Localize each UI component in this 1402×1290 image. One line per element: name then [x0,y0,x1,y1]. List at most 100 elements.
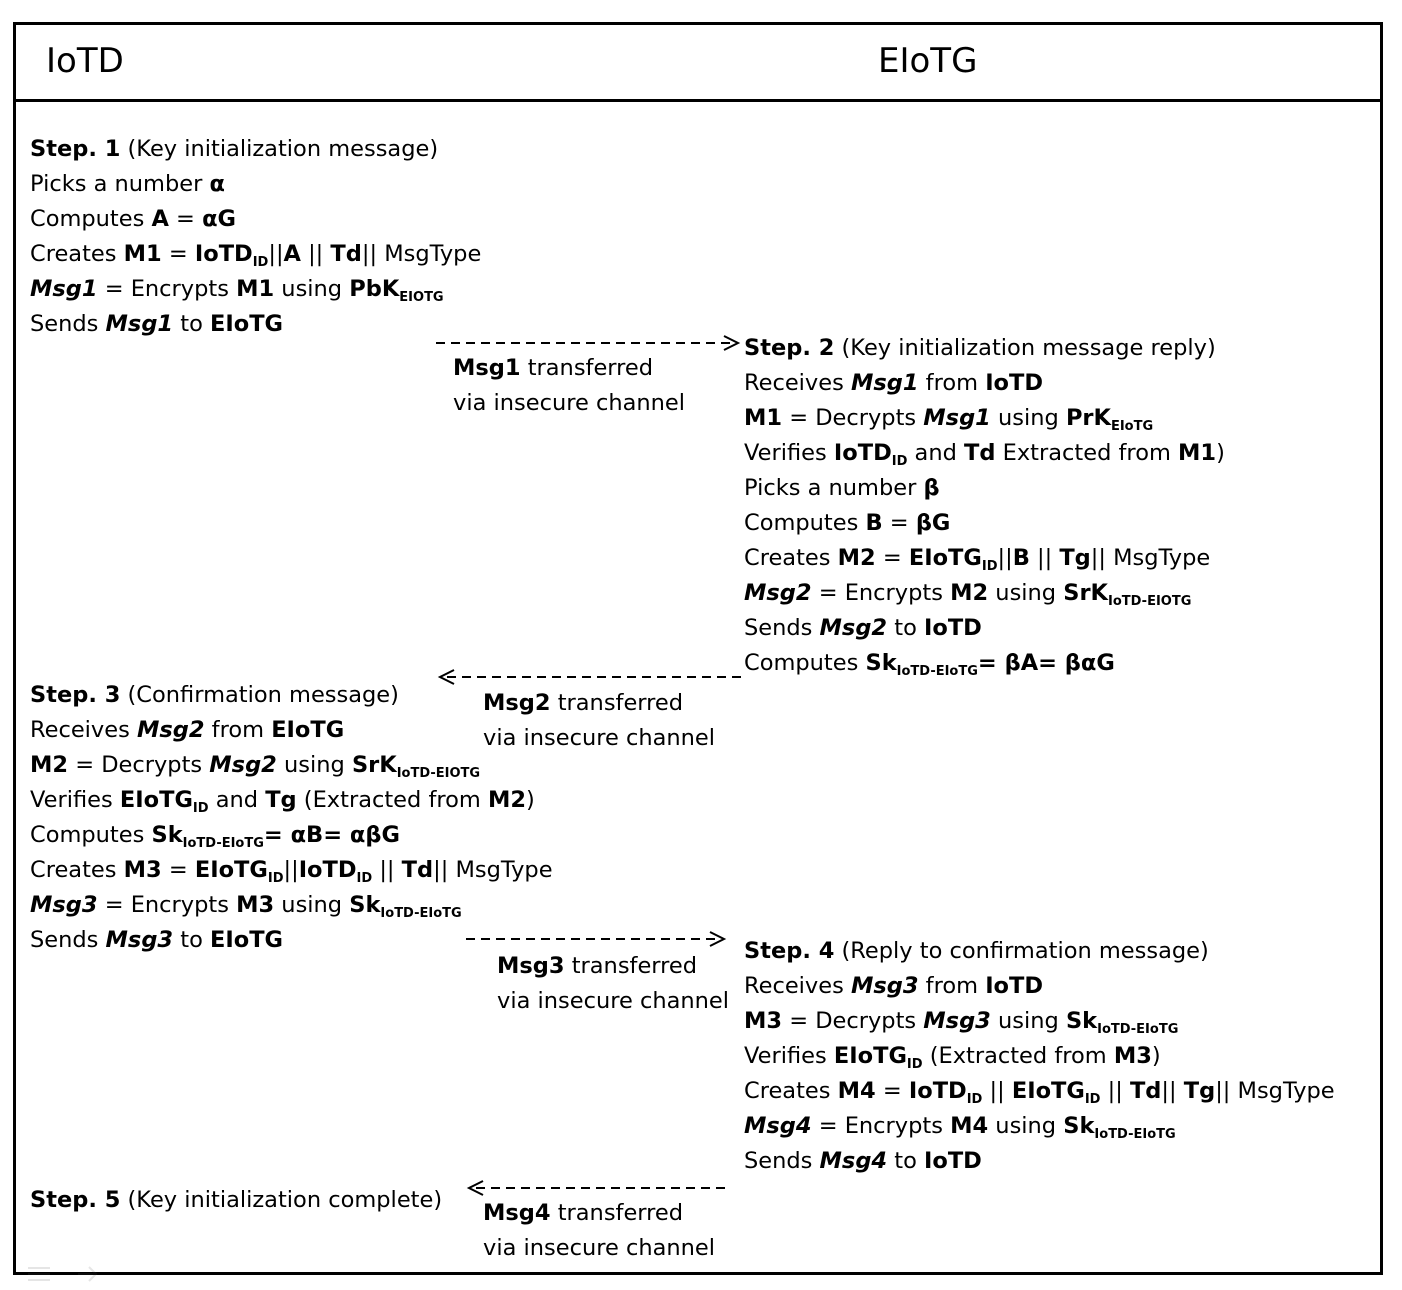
text-run: to [887,1148,924,1174]
step4-line: Step. 4 (Reply to confirmation message) [744,934,1335,969]
bold-term: Msg2 [136,717,205,743]
bold-term: Sk [151,822,183,848]
step2-line: Receives Msg1 from IoTD [744,366,1225,401]
bold-term: IoTD [985,370,1044,396]
text-run: = Decrypts [68,752,210,778]
text-run: Computes [744,650,866,676]
text-run: = [161,857,195,883]
bold-term: M1 [236,276,275,302]
msg1-text: transferred [520,355,654,381]
text-run: Computes [744,510,866,536]
subscript-text: IoTD-EIOTG [1108,594,1192,609]
subscript-text: IoTD-EIoTG [1094,1127,1176,1142]
text-run: and [907,440,965,466]
bold-term: Msg1 [30,276,98,302]
bold-term: M2 [837,545,876,571]
bold-term: βG [915,510,951,536]
bold-term: M2 [487,787,527,813]
text-run: and [208,787,266,813]
bold-term: M4 [950,1113,989,1139]
step2-line: Step. 2 (Key initialization message repl… [744,331,1225,366]
msg2-arrow [437,669,742,685]
bold-term: Msg3 [850,973,919,999]
step3-line: Creates M3 = EIoTGID||IoTDID || Td|| Msg… [30,853,553,888]
bold-term: Msg3 [30,892,98,918]
text-run: using [988,580,1064,606]
step3-line: Step. 3 (Confirmation message) [30,678,553,713]
viewer-overlay-icons[interactable] [26,1262,106,1284]
bold-term: Msg3 [105,927,174,953]
bold-term: IoTD [833,440,892,466]
step1-line: Sends Msg1 to EIoTG [30,307,481,342]
bold-term: Td [401,857,434,883]
text-run: = Encrypts [97,892,237,918]
step1-line: Step. 1 (Key initialization message) [30,132,481,167]
bold-term: M2 [950,580,989,606]
bold-term: Tg [265,787,297,813]
text-run: Creates [30,241,124,267]
text-run: to [173,927,210,953]
text-run: (Reply to confirmation message) [834,938,1209,964]
msg3-text: transferred [564,953,698,979]
bold-term: M1 [744,405,783,431]
text-run: = [168,206,203,232]
subscript-text: ID [966,1092,983,1107]
bold-term: Msg3 [923,1008,991,1034]
text-run: = [875,1078,909,1104]
bold-term: αG [202,206,237,232]
text-run: Picks a number [744,475,924,501]
text-run: = Encrypts [811,580,951,606]
text-run: || [372,857,402,883]
step2-line: Computes B = βG [744,506,1225,541]
text-run: ) [1216,440,1225,466]
text-run: Verifies [744,440,834,466]
bold-term: β [923,475,940,501]
step-1-block: Step. 1 (Key initialization message)Pick… [30,132,481,342]
bold-term: Td [1129,1078,1162,1104]
bold-term: B [865,510,883,536]
subscript-text: IoTD-EIoTG [182,836,264,851]
bold-term: M3 [236,892,275,918]
bold-term: EIoTG [908,545,982,571]
text-run: Computes [30,822,152,848]
text-run: || [982,1078,1012,1104]
step2-line: M1 = Decrypts Msg1 using PrKEIoTG [744,401,1225,436]
subscript-text: ID [981,559,998,574]
subscript-text: IoTD-EIoTG [896,664,978,679]
text-run: (Key initialization message reply) [834,335,1216,361]
text-run: using [990,1008,1066,1034]
step2-line: Creates M2 = EIoTGID||B || Tg|| MsgType [744,541,1225,576]
bold-term: M3 [123,857,162,883]
bold-term: B [1012,545,1030,571]
text-run: ( [296,787,313,813]
bold-term: EIoTG [194,857,268,883]
bold-term: EIoTG [210,927,284,953]
bold-term: Td [964,440,996,466]
bold-term: EIoTG [1011,1078,1085,1104]
msg4-arrow [466,1180,728,1196]
bold-term: Step. 4 [744,938,835,964]
step2-line: Sends Msg2 to IoTD [744,611,1225,646]
text-run: from [918,370,986,396]
msg3-channel: via insecure channel [497,988,729,1014]
text-run: || [300,241,331,267]
step1-line: Creates M1 = IoTDID||A || Td|| MsgType [30,237,481,272]
msg1-channel: via insecure channel [453,390,685,416]
bold-term: M1 [123,241,162,267]
msg2-text: transferred [550,690,684,716]
text-run: using [990,405,1066,431]
msg3-arrow [466,931,727,947]
protocol-frame: IoTD EIoTG [13,22,1383,1275]
bold-term: Msg2 [209,752,277,778]
step-3-block: Step. 3 (Confirmation message)Receives M… [30,678,553,958]
bold-term: Sk [349,892,381,918]
subscript-text: ID [891,454,908,469]
bold-term: Step. 5 [30,1187,121,1213]
bold-term: M1 [1178,440,1217,466]
subscript-text: ID [252,255,269,270]
text-run: from [918,973,986,999]
bold-term: IoTD [924,1148,982,1174]
bold-term: A [283,241,301,267]
text-run: = Encrypts [97,276,237,302]
text-run: using [276,752,352,778]
